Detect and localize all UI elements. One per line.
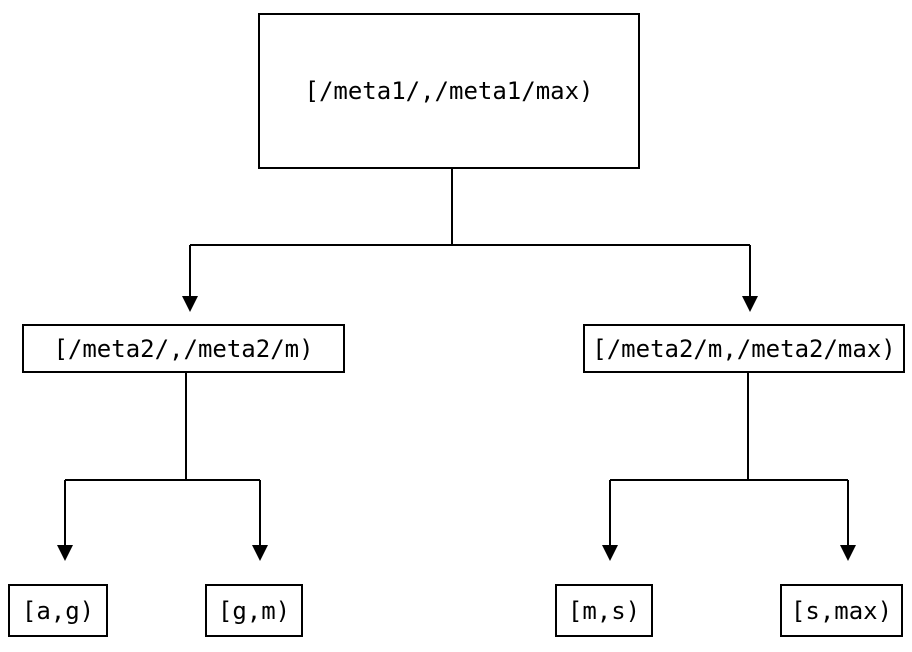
tree-node-label: [a,g) [21, 596, 95, 625]
arrow-down-icon [602, 545, 618, 561]
tree-node-label: [s,max) [790, 596, 893, 625]
tree-node-label: [m,s) [567, 596, 641, 625]
arrow-down-icon [252, 545, 268, 561]
tree-node-label: [/meta2/m,/meta2/max) [592, 334, 896, 363]
arrow-down-icon [742, 296, 758, 312]
tree-node-right: [/meta2/m,/meta2/max) [583, 324, 905, 373]
arrow-down-icon [182, 296, 198, 312]
tree-node-leaf-ag: [a,g) [8, 584, 108, 637]
tree-node-label: [/meta2/,/meta2/m) [53, 334, 314, 363]
tree-node-label: [g,m) [217, 596, 291, 625]
tree-node-left: [/meta2/,/meta2/m) [22, 324, 345, 373]
arrow-down-icon [57, 545, 73, 561]
tree-node-leaf-ms: [m,s) [555, 584, 653, 637]
tree-node-label: [/meta1/,/meta1/max) [304, 77, 594, 105]
tree-node-leaf-gm: [g,m) [205, 584, 303, 637]
tree-node-root: [/meta1/,/meta1/max) [258, 13, 640, 169]
tree-node-leaf-smax: [s,max) [780, 584, 903, 637]
arrow-down-icon [840, 545, 856, 561]
